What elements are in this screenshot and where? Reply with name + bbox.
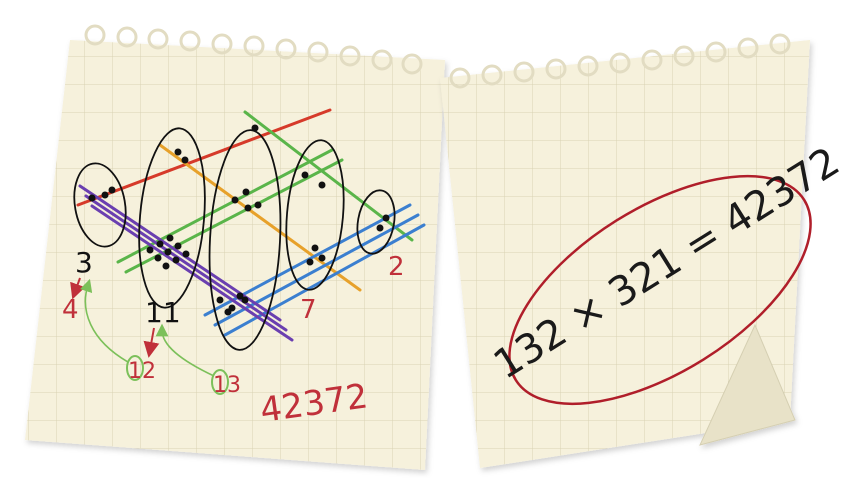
digit-13: 13 — [213, 373, 241, 398]
digit-11-crossed: 11 — [145, 296, 181, 329]
red-arrow-3-to-4 — [70, 277, 86, 300]
equation-oval — [508, 174, 812, 406]
red-arrow-11-to-2 — [143, 327, 160, 358]
oval-thousands — [138, 127, 206, 309]
oval-tens — [285, 139, 345, 291]
digit-12: 12 — [128, 359, 156, 384]
red-line — [76, 108, 332, 207]
digit-7: 7 — [300, 295, 317, 325]
oval-ones — [356, 189, 396, 255]
digit-2: 2 — [388, 252, 405, 282]
green-circle-13 — [211, 369, 229, 395]
left-note-paper — [25, 40, 445, 470]
digit-4: 4 — [62, 295, 79, 325]
right-spiral-holes — [449, 33, 791, 89]
purple-line-3 — [90, 204, 294, 342]
oval-hundreds — [208, 129, 282, 351]
intersection-dots — [88, 124, 390, 316]
left-spiral-holes — [84, 24, 423, 75]
green-carry-arrow-1 — [79, 278, 129, 363]
purple-line-2 — [84, 194, 288, 332]
right-note-paper — [440, 40, 810, 468]
green-circle-12 — [126, 355, 144, 381]
oval-ten-thousands — [73, 162, 127, 248]
digit-3-ten-thousands: 3 — [75, 246, 93, 279]
column-ovals — [73, 127, 396, 351]
green-carry-arrow-2 — [155, 323, 215, 377]
